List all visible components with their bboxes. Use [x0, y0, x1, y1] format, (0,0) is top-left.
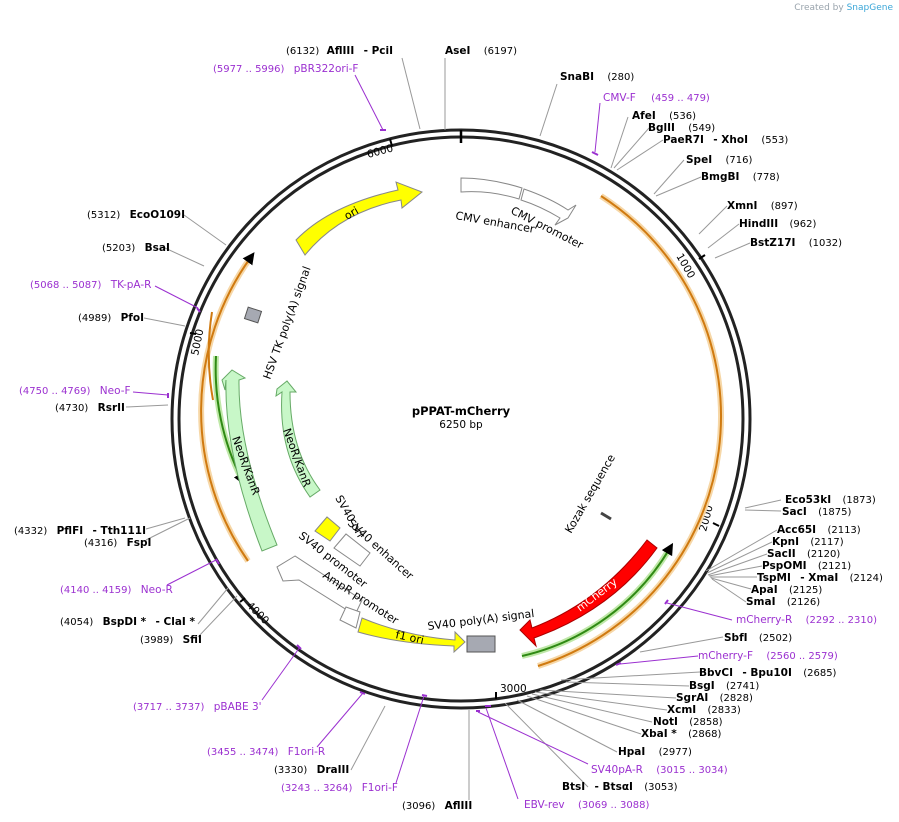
enzyme-sacii: SacII (2120) [767, 548, 840, 560]
sv40-polya-label: SV40 poly(A) signal [427, 607, 535, 633]
neor-inner-label: NeoR/KanR [280, 427, 313, 490]
enzyme-fspi: (4316) FspI [84, 537, 151, 549]
feature-sv40-enhancer[interactable] [333, 533, 371, 567]
enzyme-xmni: XmnI (897) [727, 200, 798, 212]
primer-pbr322ori-f: (5977 .. 5996) pBR322ori-F [213, 63, 358, 75]
enzyme-acc65i: Acc65I (2113) [777, 524, 861, 536]
feature-neor-inner[interactable] [275, 380, 321, 498]
enzyme-eco0109i: (5312) EcoO109I [87, 209, 185, 221]
enzyme-saci: SacI (1875) [782, 506, 851, 518]
enzyme-rsrii: (4730) RsrII [55, 402, 125, 414]
feature-sv40-polya[interactable] [466, 635, 496, 653]
primer-leaders [132, 74, 733, 800]
enzyme-bbvci: BbvCI - Bpu10I (2685) [699, 667, 837, 679]
orf-track-left-orange2 [207, 311, 214, 401]
primer-mcherry-f: mCherry-F (2560 .. 2579) [698, 650, 838, 662]
enzyme-spei: SpeI (716) [686, 154, 752, 166]
feature-cmv-promoter[interactable] [520, 188, 577, 226]
enzyme-bsgi: BsgI (2741) [689, 680, 759, 692]
tick-3000: 3000 [500, 683, 527, 695]
tick-5000: 5000 [189, 328, 206, 357]
enzyme-sgrai: SgrAI (2828) [676, 692, 753, 704]
primer-pbabe-3: (3717 .. 3737) pBABE 3' [133, 701, 262, 713]
enzyme-apai: ApaI (2125) [751, 584, 822, 596]
enzyme-snabi: SnaBI (280) [560, 71, 634, 83]
primer-neo-r: (4140 .. 4159) Neo-R [60, 584, 173, 596]
enzyme-bmgbi: BmgBI (778) [701, 171, 780, 183]
snapgene-logo: SnapGene [846, 3, 893, 13]
primer-f1ori-r: (3455 .. 3474) F1ori-R [207, 746, 325, 758]
enzyme-bglii: BglII (549) [648, 122, 715, 134]
f1-ori-label: f1 ori [394, 628, 425, 647]
enzyme-smai: SmaI (2126) [746, 596, 820, 608]
orf-track-right-green-line [521, 542, 674, 657]
feature-ampr-promoter[interactable] [339, 606, 361, 629]
kozak-label: Kozak sequence [562, 452, 618, 536]
feature-f1-ori[interactable] [357, 617, 466, 654]
feature-ori-label: ori [342, 204, 361, 222]
feature-hsv-tk-polya[interactable] [243, 306, 263, 324]
enzyme-hindiii: HindIII (962) [739, 218, 816, 230]
feature-sv40-promoter[interactable] [276, 555, 363, 616]
enzyme-xbai: XbaI * (2868) [641, 728, 721, 740]
enzyme-draiii: (3330) DraIII [274, 764, 349, 776]
enzyme-tspmi: TspMI - XmaI (2124) [757, 572, 883, 584]
primer-markers [167, 129, 669, 712]
enzyme-asei: AseI (6197) [445, 45, 517, 57]
feature-cmv-enhancer[interactable] [460, 177, 523, 200]
enzyme-paer7i: PaeR7I - XhoI (553) [663, 134, 788, 146]
enzyme-afliii: (3096) AflIII [402, 800, 472, 812]
feature-ori[interactable] [295, 181, 423, 256]
enzyme-kpni: KpnI (2117) [772, 536, 844, 548]
feature-neor-outer[interactable] [221, 369, 278, 552]
primer-neo-f: (4750 .. 4769) Neo-F [19, 385, 131, 397]
enzyme-sbfi: SbfI (2502) [724, 632, 792, 644]
enzyme-leaders [125, 57, 782, 800]
feature-sv40-ori[interactable] [314, 516, 341, 542]
orf-track-left-orange [198, 255, 254, 563]
enzyme-btsi: BtsI - BtsαI (3053) [562, 781, 678, 793]
primer-mcherry-r: mCherry-R (2292 .. 2310) [736, 614, 877, 626]
plasmid-name: pPPAT-mCherry [412, 404, 511, 418]
enzyme-xcmi: XcmI (2833) [667, 704, 741, 716]
primer-tk-pa-r: (5068 .. 5087) TK-pA-R [30, 279, 151, 291]
primer-cmv-f: CMV-F (459 .. 479) [603, 92, 710, 104]
hsv-tk-label: HSV TK poly(A) signal [261, 265, 314, 381]
enzyme-afei: AfeI (536) [632, 110, 696, 122]
enzyme-eco53ki: Eco53kI (1873) [785, 494, 876, 506]
enzyme-pflfi: (4332) PflFI - Tth111I [14, 525, 146, 537]
enzyme-bsai: (5203) BsaI [102, 242, 170, 254]
primer-f1ori-f: (3243 .. 3264) F1ori-F [281, 782, 398, 794]
enzyme-noti: NotI (2858) [653, 716, 723, 728]
enzyme-pspomi: PspOMI (2121) [762, 560, 851, 572]
feature-mcherry[interactable] [519, 539, 658, 648]
scale-ticks [189, 138, 720, 699]
primer-ebv-rev: EBV-rev (3069 .. 3088) [524, 799, 649, 811]
orf-track-right-orange-line [537, 195, 722, 667]
enzyme-hpai: HpaI (2977) [618, 746, 692, 758]
plasmid-size: 6250 bp [439, 419, 483, 431]
credit-text: Created by [794, 3, 844, 13]
primer-sv40pa-r: SV40pA-R (3015 .. 3034) [591, 764, 728, 776]
feature-kozak[interactable] [600, 511, 612, 521]
enzyme-sfii: (3989) SfiI [140, 634, 202, 646]
enzyme-bspdi: (4054) BspDI * - ClaI * [60, 616, 195, 628]
orf-track-left-orange-line [200, 252, 255, 562]
enzyme-pcii: (6132) AflIII - PciI [286, 45, 393, 57]
enzyme-bstz17i: BstZ17I (1032) [750, 237, 842, 249]
enzyme-pfoi: (4989) PfoI [78, 312, 144, 324]
snapgene-credit: Created by SnapGene [794, 3, 893, 13]
